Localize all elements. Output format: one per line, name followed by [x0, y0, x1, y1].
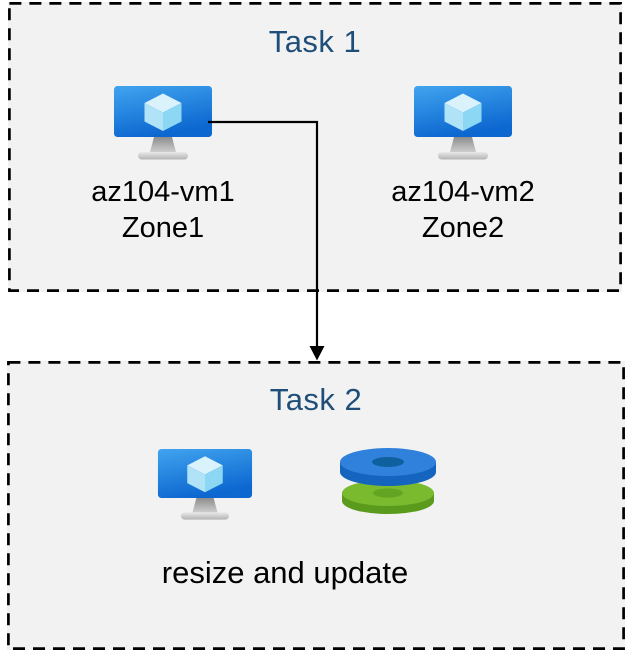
task1-box: Task 1 az104-vm1 Zone1 az104-vm2: [8, 2, 622, 292]
task2-caption: resize and update: [161, 555, 409, 590]
vm1-name: az104-vm1: [91, 176, 235, 208]
vm1-label: az104-vm1 Zone1: [43, 174, 283, 246]
vm1-zone: Zone1: [121, 212, 205, 244]
vm2-label: az104-vm2 Zone2: [343, 174, 583, 246]
virtual-machine-icon: [157, 449, 253, 520]
virtual-machine-icon: [114, 86, 212, 160]
task2-title: Task 2: [269, 382, 363, 417]
task1-title: Task 1: [268, 24, 362, 59]
vm2-zone: Zone2: [421, 212, 505, 244]
managed-disks-icon: [340, 448, 436, 514]
task2-box: Task 2 resize and update: [7, 361, 625, 650]
virtual-machine-icon: [414, 86, 512, 160]
vm2-name: az104-vm2: [391, 176, 535, 208]
